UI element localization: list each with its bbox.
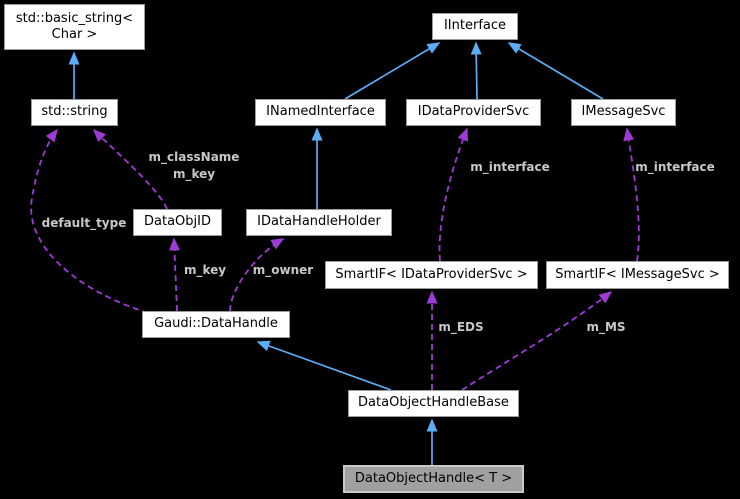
node-inamedinterface[interactable]: INamedInterface — [255, 99, 386, 126]
edge-label-m-owner: m_owner — [252, 263, 314, 277]
inheritance-arrow-dataobjecthandlebase-gaudidatahandle — [256, 340, 392, 391]
usage-arrow-m-owner — [229, 238, 285, 312]
edge-label-m-classname-m-key: m_className m_key — [148, 150, 240, 182]
usage-arrow-m-interface-message — [623, 127, 640, 262]
edge-label-m-interface-provider: m_interface — [470, 160, 550, 174]
node-smartif-idataprovidersvc[interactable]: SmartIF< IDataProviderSvc > — [325, 261, 538, 289]
node-iinterface[interactable]: IInterface — [432, 13, 518, 40]
node-idataprovidersvc[interactable]: IDataProviderSvc — [406, 99, 541, 126]
node-dataobjecthandle-focus: DataObjectHandle< T > — [343, 465, 524, 493]
edge-label-m-key: m_key — [183, 263, 227, 277]
usage-arrow-m-key — [168, 237, 180, 312]
usage-arrow-default-type — [30, 128, 149, 314]
node-std-basic-string[interactable]: std::basic_string< Char > — [4, 4, 145, 50]
inheritance-arrow-imessagesvc-iinterface — [507, 42, 604, 100]
usage-arrow-m-interface-provider — [438, 127, 468, 262]
edge-label-m-ms: m_MS — [586, 320, 626, 334]
node-dataobjid[interactable]: DataObjID — [133, 209, 222, 236]
edge-label-m-eds: m_EDS — [438, 320, 484, 334]
node-smartif-imessagesvc[interactable]: SmartIF< IMessageSvc > — [546, 261, 729, 289]
node-gaudi-datahandle[interactable]: Gaudi::DataHandle — [142, 311, 290, 338]
usage-arrow-m-ms — [461, 291, 613, 391]
node-dataobjecthandlebase[interactable]: DataObjectHandleBase — [348, 390, 519, 417]
node-idatahandleholder[interactable]: IDataHandleHolder — [246, 209, 392, 236]
node-std-string[interactable]: std::string — [31, 99, 118, 126]
inheritance-arrow-idataprovidersvc-iinterface — [470, 41, 482, 100]
edge-label-m-interface-message: m_interface — [635, 160, 715, 174]
inheritance-arrow-inamedinterface-iinterface — [344, 42, 441, 100]
node-imessagesvc[interactable]: IMessageSvc — [571, 99, 676, 126]
edge-label-default-type: default_type — [41, 216, 127, 230]
